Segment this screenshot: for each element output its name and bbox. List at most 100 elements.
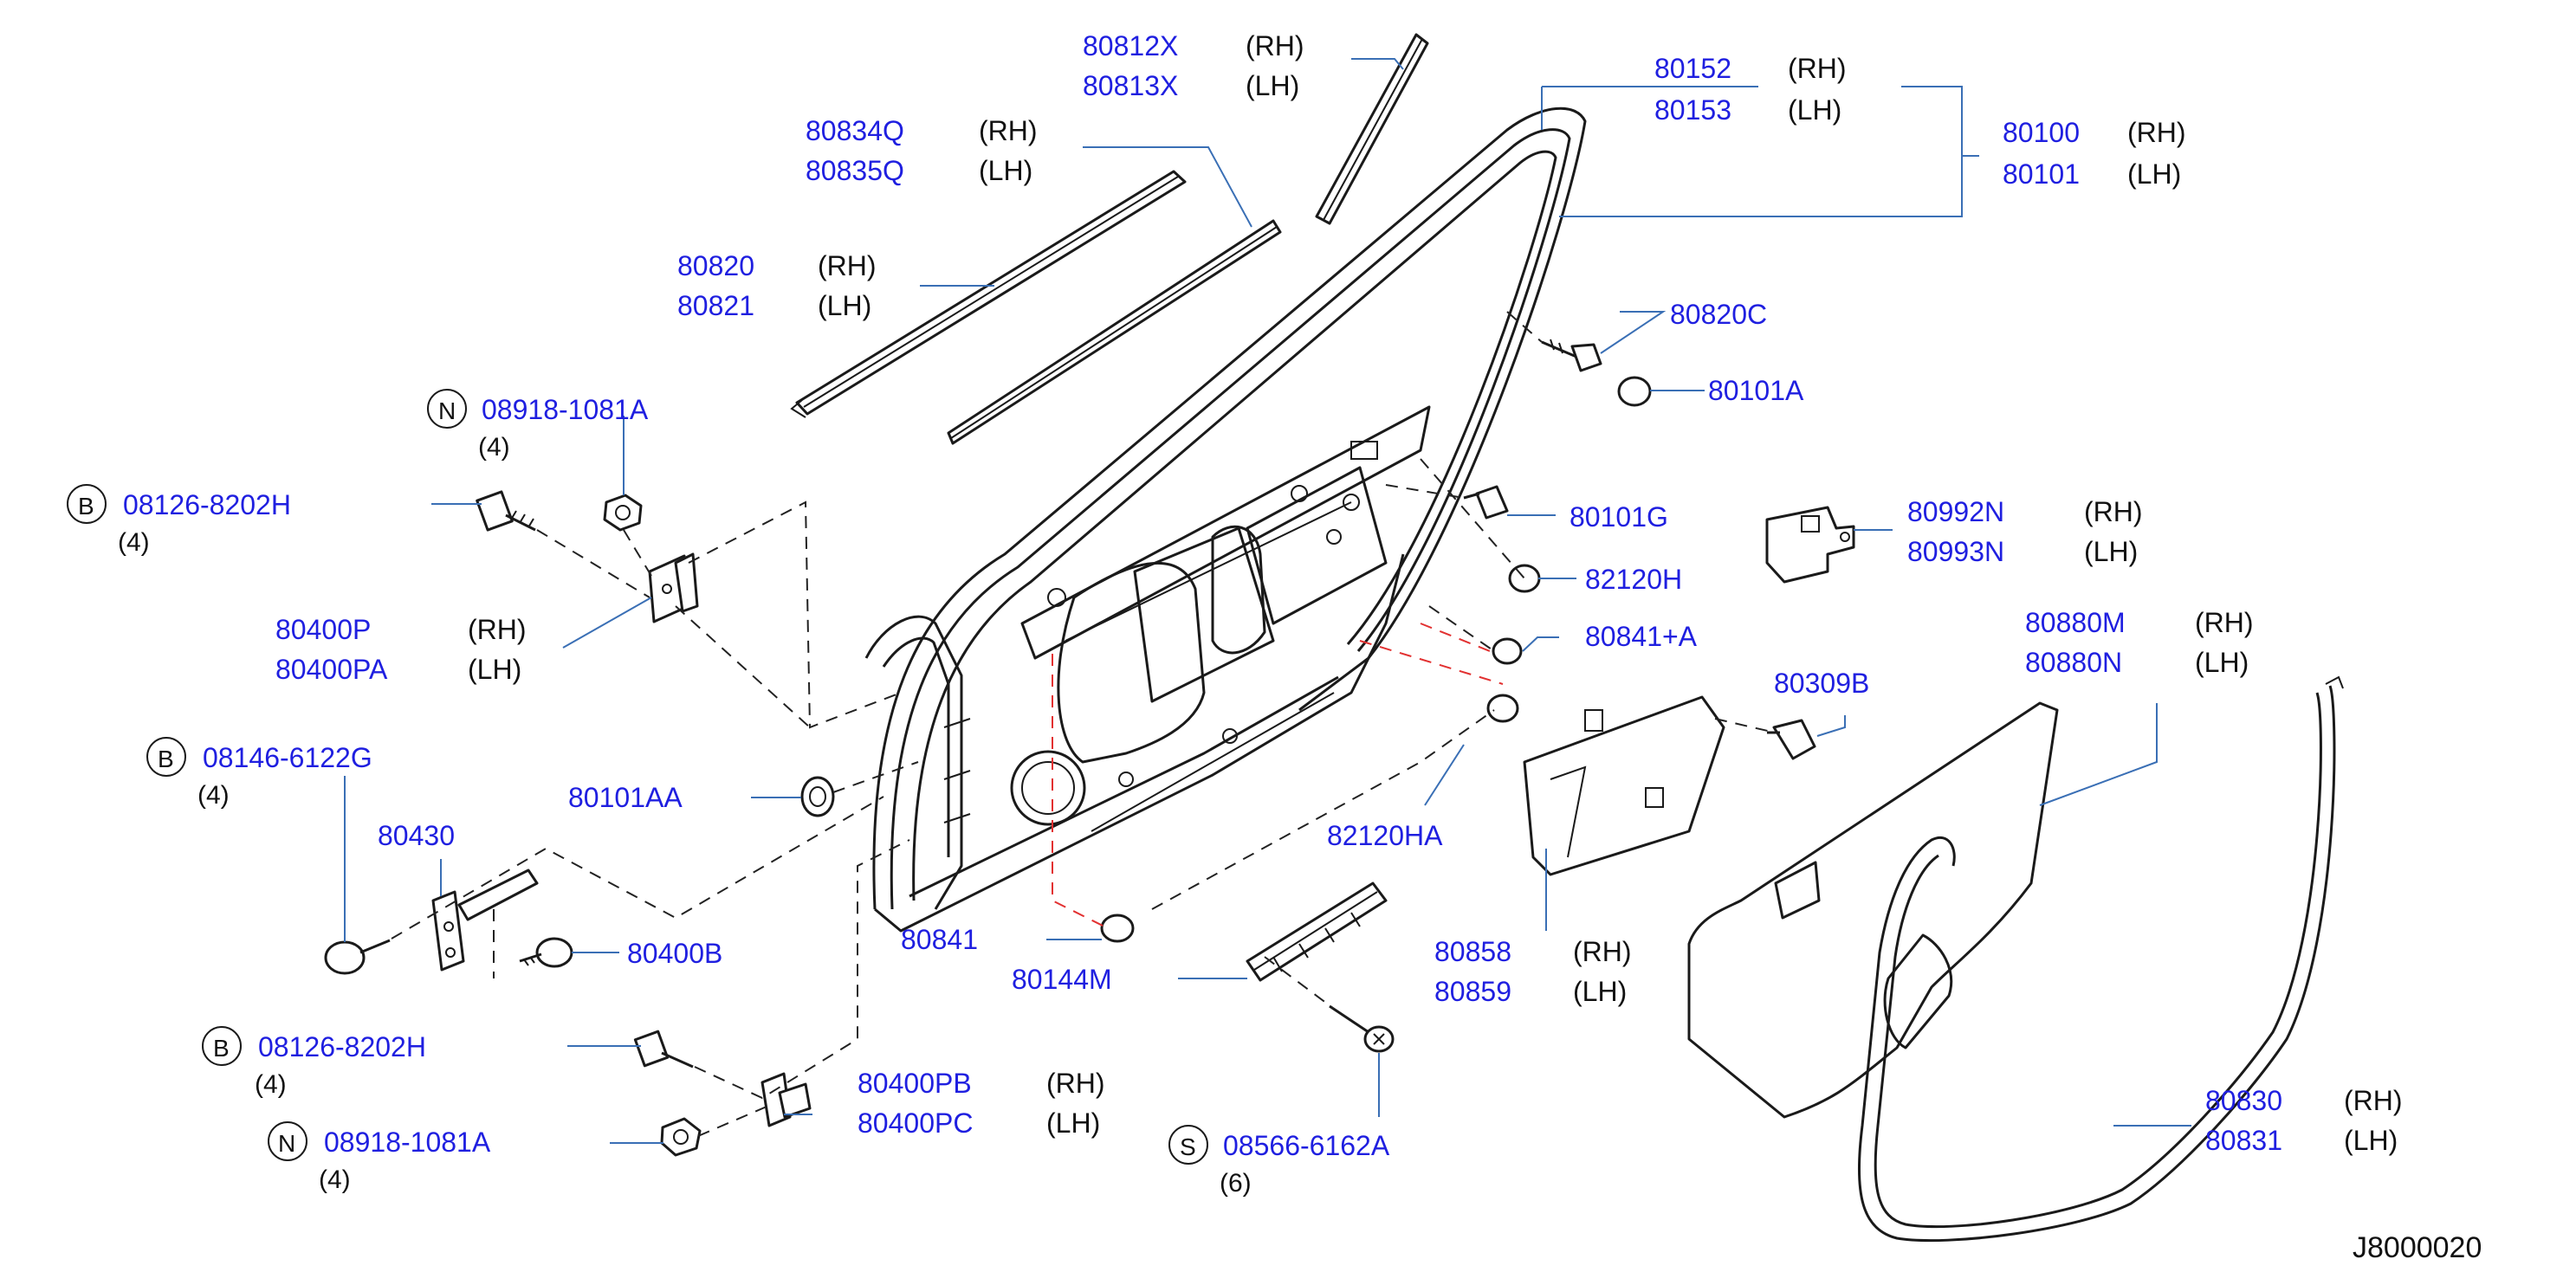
- label-80400PC-side: (LH): [1046, 1107, 1100, 1139]
- label-08918-bottom-qty: (4): [319, 1166, 351, 1194]
- label-80831: 80831: [2205, 1125, 2282, 1156]
- label-08126-top: 08126-8202H: [123, 489, 291, 520]
- label-80992N-side: (RH): [2084, 496, 2143, 527]
- part-labels: 80812X (RH) 80813X (LH) 80834Q (RH) 8083…: [67, 30, 2482, 1264]
- label-80101: 80101: [2003, 158, 2080, 190]
- label-80400PA-side: (LH): [468, 654, 521, 685]
- label-80101AA: 80101AA: [568, 782, 683, 813]
- label-80101A: 80101A: [1708, 375, 1804, 406]
- regulator-80858: [1523, 695, 1725, 876]
- plug-80841: [1100, 914, 1135, 943]
- label-80821: 80821: [677, 290, 754, 321]
- label-08566-qty: (6): [1220, 1169, 1252, 1198]
- label-80880M: 80880M: [2025, 607, 2126, 638]
- outer-belt-molding: [790, 170, 1187, 418]
- circle-S-letter: S: [1180, 1133, 1196, 1160]
- label-80834Q-side: (RH): [979, 115, 1038, 146]
- label-80830: 80830: [2205, 1085, 2282, 1116]
- label-80859-side: (LH): [1573, 976, 1627, 1007]
- label-80880N-side: (LH): [2195, 647, 2249, 678]
- circle-B-mid-letter: B: [158, 746, 174, 772]
- circle-B-mid: [146, 737, 186, 777]
- label-80400PC: 80400PC: [858, 1107, 973, 1139]
- label-80430: 80430: [378, 820, 455, 851]
- screw-80820C: [1541, 339, 1602, 372]
- label-80841A: 80841+A: [1585, 621, 1698, 652]
- bolt-08146: [324, 939, 391, 975]
- nut-top: [603, 494, 643, 532]
- label-80841: 80841: [901, 924, 978, 955]
- label-08126-top-qty: (4): [118, 528, 150, 557]
- screw-08566: [1329, 1004, 1395, 1053]
- plug-82120HA: [1486, 694, 1519, 723]
- bolt-80400B: [519, 937, 573, 968]
- plug-82120H: [1508, 564, 1541, 593]
- label-82120HA: 82120HA: [1327, 820, 1443, 851]
- nut-bottom: [660, 1117, 702, 1157]
- label-80101G: 80101G: [1570, 501, 1668, 533]
- label-80820C: 80820C: [1670, 299, 1767, 330]
- plug-80841A: [1492, 637, 1523, 665]
- label-80812X: 80812X: [1083, 30, 1178, 61]
- circle-N-top-letter: N: [438, 397, 456, 424]
- label-80830-side: (RH): [2344, 1085, 2403, 1116]
- door-trim-80880M: [1687, 701, 2059, 1119]
- callout-leaders: [344, 58, 2191, 1144]
- bolt-mid-08126: [633, 1030, 694, 1069]
- label-80152-side: (RH): [1788, 53, 1847, 84]
- label-80831-side: (LH): [2344, 1125, 2398, 1156]
- label-08918-top-qty: (4): [478, 433, 510, 462]
- label-08126-bottom: 08126-8202H: [258, 1031, 426, 1062]
- label-80993N-side: (LH): [2084, 536, 2138, 567]
- circle-S: [1168, 1125, 1208, 1165]
- label-80100-side: (RH): [2127, 117, 2186, 148]
- label-80400P: 80400P: [275, 614, 371, 645]
- label-80309: 80309B: [1774, 668, 1869, 699]
- label-80813X-side: (LH): [1246, 70, 1299, 101]
- door-weatherstrip-80830: [1857, 675, 2344, 1243]
- guide-80144M: [1246, 881, 1388, 982]
- label-80813X: 80813X: [1083, 70, 1178, 101]
- label-80400PA: 80400PA: [275, 654, 388, 685]
- dashed-assembly-lines: [391, 311, 1772, 1137]
- label-80992N: 80992N: [1907, 496, 2004, 527]
- label-80835Q-side: (LH): [979, 155, 1032, 186]
- label-80993N: 80993N: [1907, 536, 2004, 567]
- label-80859: 80859: [1434, 976, 1511, 1007]
- hinge-upper: [648, 552, 699, 623]
- clip-80309: [1767, 719, 1816, 760]
- label-80880M-side: (RH): [2195, 607, 2254, 638]
- label-80834Q: 80834Q: [806, 115, 904, 146]
- label-80100: 80100: [2003, 117, 2080, 148]
- red-assembly-lines: [1052, 623, 1504, 927]
- label-80821-side: (LH): [818, 290, 871, 321]
- label-80400PB-side: (RH): [1046, 1068, 1105, 1099]
- label-80835Q: 80835Q: [806, 155, 904, 186]
- label-80858-side: (RH): [1573, 936, 1632, 967]
- label-08918-top: 08918-1081A: [482, 394, 649, 425]
- door-shell: [864, 107, 1587, 933]
- label-80820: 80820: [677, 250, 754, 281]
- label-08126-bottom-qty: (4): [255, 1070, 287, 1099]
- hinge-lower-80430: [431, 869, 539, 972]
- plug-80101A: [1617, 376, 1652, 407]
- label-80153-side: (LH): [1788, 94, 1841, 126]
- circle-B-bottom-letter: B: [213, 1035, 230, 1062]
- hinge-check: [761, 1072, 812, 1127]
- circle-N-bottom-letter: N: [278, 1130, 295, 1157]
- bracket-80992N: [1765, 506, 1855, 584]
- label-80880N: 80880N: [2025, 647, 2122, 678]
- label-80400PB: 80400PB: [858, 1068, 972, 1099]
- label-80820-side: (RH): [818, 250, 877, 281]
- inner-belt-weatherstrip: [947, 219, 1282, 445]
- label-80400P-side: (RH): [468, 614, 527, 645]
- label-80101-side: (LH): [2127, 158, 2181, 190]
- label-80400B: 80400B: [627, 938, 722, 969]
- circle-N-top: [427, 389, 467, 429]
- label-80858: 80858: [1434, 936, 1511, 967]
- reference-code: J8000020: [2353, 1231, 2482, 1264]
- circle-N-bottom: [268, 1121, 307, 1161]
- label-80812X-side: (RH): [1246, 30, 1304, 61]
- circle-B-top-letter: B: [78, 493, 94, 520]
